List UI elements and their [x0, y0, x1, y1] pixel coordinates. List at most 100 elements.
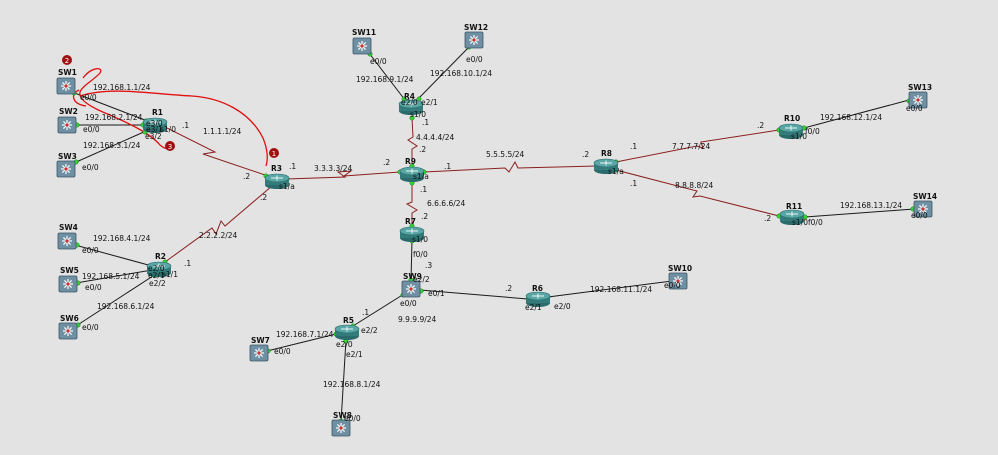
host-suffix: .2 — [505, 284, 512, 293]
router-r6[interactable]: R6 — [525, 284, 551, 308]
host-suffix: .3 — [425, 261, 432, 270]
interface-label: f0/0 — [808, 218, 823, 227]
link-r7-sw9[interactable] — [410, 239, 413, 282]
serial-r4-r9[interactable] — [407, 117, 418, 165]
host-suffix: .1 — [444, 162, 451, 171]
link-sw5-r2[interactable] — [75, 269, 153, 284]
interface-label: e2/2 — [413, 275, 430, 284]
switch-icon — [352, 37, 372, 55]
interface-label: e0/0 — [906, 104, 923, 113]
host-suffix: .1 — [289, 162, 296, 171]
router-r10[interactable]: R10 — [778, 114, 804, 140]
router-r3[interactable]: R3 — [264, 164, 290, 190]
subnet-label: 192.168.8.1/24 — [323, 380, 381, 389]
subnet-label: 192.168.5.1/24 — [82, 272, 140, 281]
switch-icon — [58, 322, 78, 340]
annotation-tail — [72, 89, 87, 107]
link-subnet-label: 8.8.8.8/24 — [675, 181, 714, 190]
router-r11[interactable]: R11 — [779, 202, 805, 226]
interface-label: s1/a — [608, 167, 624, 176]
switch-sw9[interactable]: SW9 — [401, 272, 422, 298]
switch-icon — [58, 275, 78, 293]
link-sw6-r2[interactable] — [75, 273, 157, 327]
switch-sw3[interactable]: SW3 — [56, 152, 77, 178]
subnet-label: 192.168.3.1/24 — [83, 141, 141, 150]
r10-label: R10 — [784, 114, 800, 123]
router-r8[interactable]: R8 — [593, 149, 619, 175]
interface-label: s1/a — [279, 182, 295, 191]
host-suffix: .1 — [630, 179, 637, 188]
switch-sw4[interactable]: SW4 — [57, 223, 78, 250]
host-suffix: .1 — [420, 185, 427, 194]
switch-sw7[interactable]: SW7 — [249, 336, 270, 362]
serial-r9-r8[interactable] — [423, 160, 598, 173]
serial-r8-r10[interactable] — [615, 129, 780, 163]
link-subnet-label: 2.2.2.2/24 — [199, 231, 238, 240]
host-suffix: .2 — [764, 214, 771, 223]
link-sw1-r1[interactable] — [71, 91, 151, 123]
switch-sw14[interactable]: SW14 — [913, 192, 937, 218]
link-subnet-label: 7.7.7.7/24 — [672, 142, 711, 151]
serial-r9-r7[interactable] — [405, 183, 418, 226]
subnet-label: 192.168.4.1/24 — [93, 234, 151, 243]
interface-label: e0/1 — [428, 289, 445, 298]
router-r5[interactable]: R5 — [334, 316, 360, 341]
sw13-label: SW13 — [908, 83, 932, 92]
router-icon — [334, 324, 360, 341]
switch-sw12[interactable]: SW12 — [464, 23, 488, 49]
link-subnet-label: 9.9.9.9/24 — [398, 315, 437, 324]
router-r4[interactable]: R4 — [398, 92, 424, 116]
interface-label: e0/0 — [911, 211, 928, 220]
serial-r1-r3[interactable] — [162, 125, 269, 177]
interface-label: e0/0 — [344, 414, 361, 423]
switch-icon — [57, 116, 77, 134]
switch-icon — [249, 344, 269, 362]
link-sw12-r4[interactable] — [417, 45, 471, 100]
interface-label: f0/0 — [805, 127, 820, 136]
switch-sw8[interactable]: SW8 — [331, 411, 352, 437]
link-sw9-r6[interactable] — [419, 289, 529, 300]
link-r5-sw8[interactable] — [340, 339, 347, 423]
router-r1[interactable]: R1 — [142, 108, 168, 134]
sw1-label: SW1 — [58, 68, 77, 77]
interface-label: e0/0 — [82, 246, 99, 255]
switch-sw6[interactable]: SW6 — [58, 314, 79, 340]
link-sw7-r5[interactable] — [266, 333, 337, 352]
switch-sw2[interactable]: SW2 — [57, 107, 78, 134]
router-r2[interactable]: R2 — [146, 252, 172, 278]
link-sw3-r1[interactable] — [73, 130, 147, 164]
router-r9[interactable]: R9 — [399, 157, 425, 183]
serial-r2-r3[interactable] — [164, 185, 273, 263]
serial-r3-r9[interactable] — [285, 170, 401, 180]
switch-sw11[interactable]: SW11 — [352, 28, 376, 55]
link-sw4-r2[interactable] — [74, 244, 153, 267]
r8-label: R8 — [601, 149, 612, 158]
interface-label: e0/0 — [400, 299, 417, 308]
marker-2[interactable]: 2 — [62, 55, 72, 65]
host-suffix: .1 — [362, 308, 369, 317]
interface-label: e2/0 — [554, 302, 571, 311]
switch-sw13[interactable]: SW13 — [908, 83, 932, 109]
router-r7[interactable]: R7 — [399, 217, 425, 243]
link-sw9-r5[interactable] — [352, 293, 405, 327]
serial-r8-r11[interactable] — [615, 169, 780, 217]
r7-label: R7 — [405, 217, 416, 226]
switch-sw5[interactable]: SW5 — [58, 266, 79, 293]
interface-label: e0/0 — [466, 55, 483, 64]
marker-1[interactable]: 1 — [269, 148, 279, 158]
host-suffix: .1 — [184, 259, 191, 268]
link-r11-sw14[interactable] — [804, 208, 915, 218]
interface-label: e0/0 — [664, 281, 681, 290]
host-suffix: .2 — [383, 158, 390, 167]
marker-3[interactable]: 3 — [165, 141, 175, 151]
link-r6-sw10[interactable] — [547, 280, 673, 298]
switch-icon — [57, 232, 77, 250]
interface-label: e0/0 — [83, 125, 100, 134]
switch-sw1[interactable]: SW1 — [56, 68, 77, 95]
switch-sw10[interactable]: SW10 — [668, 264, 692, 290]
interface-label: e0/0 — [82, 163, 99, 172]
link-r10-sw13[interactable] — [803, 99, 910, 129]
link-sw11-r4[interactable] — [368, 52, 406, 101]
interface-label: f0/0 — [413, 250, 428, 259]
